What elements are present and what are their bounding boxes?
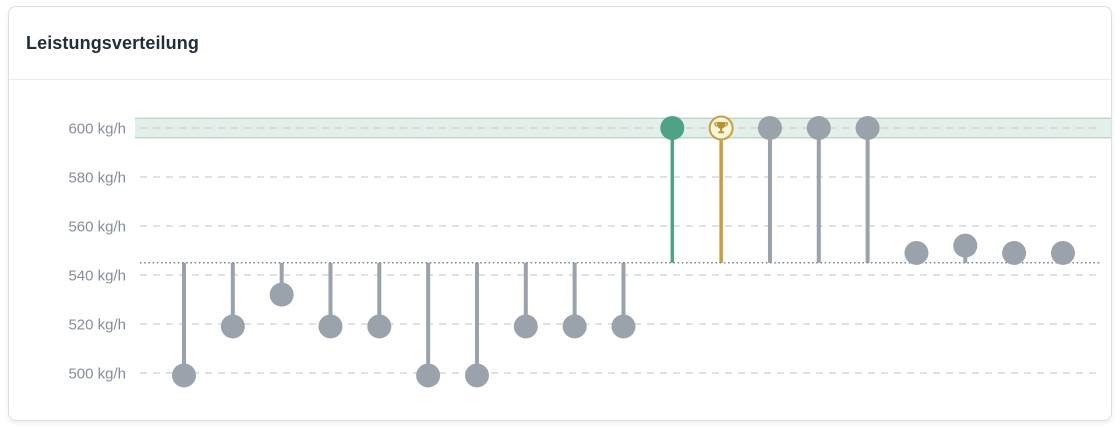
data-point[interactable] bbox=[172, 363, 196, 388]
trophy-cup bbox=[717, 122, 726, 129]
data-point[interactable] bbox=[806, 116, 831, 140]
data-point[interactable] bbox=[855, 116, 880, 140]
data-point[interactable] bbox=[757, 116, 782, 140]
y-tick-label: 540 kg/h bbox=[68, 268, 126, 285]
page-title: Leistungsverteilung bbox=[26, 32, 199, 53]
y-tick-label: 500 kg/h bbox=[68, 366, 126, 383]
trophy-right-handle bbox=[724, 122, 728, 127]
trophy-icon bbox=[714, 122, 728, 134]
data-point[interactable] bbox=[1002, 240, 1027, 265]
data-point[interactable] bbox=[611, 314, 636, 339]
trophy-left-handle bbox=[714, 122, 718, 127]
chart-svg: 600 kg/h 580 kg/h 560 kg/h 540 kg/h 520 kg/h… bbox=[68, 115, 1111, 388]
data-point[interactable] bbox=[953, 233, 978, 258]
y-tick-label: 560 kg/h bbox=[68, 219, 126, 236]
data-point[interactable] bbox=[513, 314, 538, 339]
trophy-base bbox=[717, 131, 725, 134]
data-point[interactable] bbox=[562, 314, 587, 339]
highlight-data-point[interactable] bbox=[660, 116, 685, 140]
data-point[interactable] bbox=[464, 363, 489, 388]
data-point[interactable] bbox=[220, 314, 245, 339]
y-tick-label: 520 kg/h bbox=[68, 317, 126, 334]
y-tick-label: 580 kg/h bbox=[68, 170, 126, 187]
data-point[interactable] bbox=[318, 314, 343, 339]
data-point[interactable] bbox=[367, 314, 392, 339]
data-point[interactable] bbox=[269, 282, 294, 307]
trophy-stem bbox=[720, 128, 723, 132]
data-point[interactable] bbox=[416, 363, 441, 388]
performance-distribution-chart: 600 kg/h 580 kg/h 560 kg/h 540 kg/h 520 kg/h… bbox=[9, 80, 1111, 420]
data-point[interactable] bbox=[1050, 240, 1075, 265]
card-header: Leistungsverteilung bbox=[9, 7, 1111, 80]
leistungsverteilung-card: Leistungsverteilung 600 kg/h 580 kg/h 560 … bbox=[8, 6, 1112, 421]
y-tick-label: 600 kg/h bbox=[68, 121, 126, 138]
data-point[interactable] bbox=[904, 240, 929, 265]
best-data-point[interactable] bbox=[708, 115, 734, 141]
